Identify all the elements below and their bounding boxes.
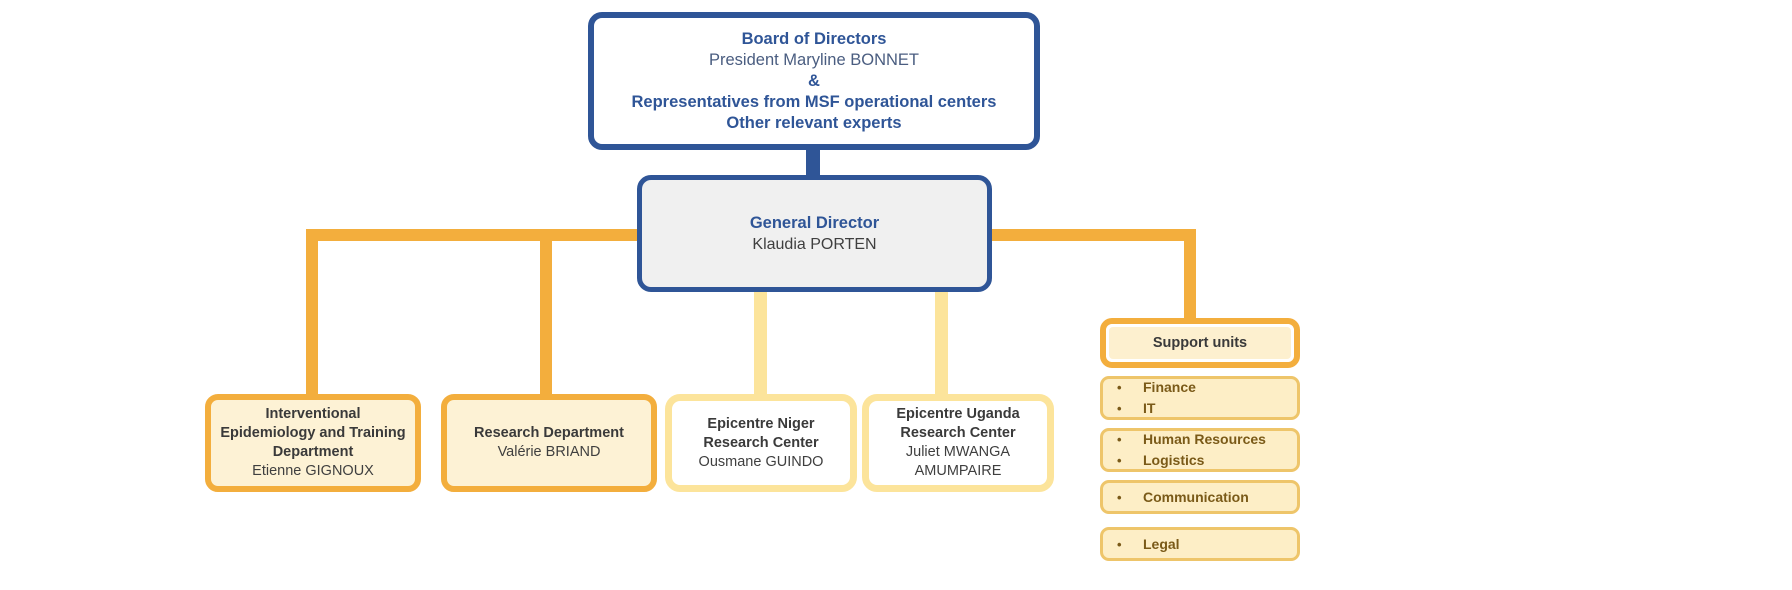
support-units-title: Support units xyxy=(1152,335,1248,351)
support-unit-item: • Communication xyxy=(1117,487,1297,508)
support-unit-group-1: • Finance • IT xyxy=(1100,376,1300,420)
support-unit-label: Finance xyxy=(1143,379,1196,395)
connector-drop-uganda xyxy=(935,292,948,397)
general-director-name: Klaudia PORTEN xyxy=(752,235,877,253)
board-of-directors-box: Board of Directors President Maryline BO… xyxy=(588,12,1040,150)
support-unit-group-2: • Human Resources • Logistics xyxy=(1100,428,1300,472)
department-box-epidemiology: Interventional Epidemiology and Training… xyxy=(205,394,421,492)
board-title: Board of Directors xyxy=(741,29,887,48)
support-unit-item: • IT xyxy=(1117,398,1297,419)
support-unit-item: • Legal xyxy=(1117,534,1297,555)
department-title-line1: Research Department xyxy=(474,425,624,441)
support-units-header-box: Support units xyxy=(1100,318,1300,368)
connector-drop-epidemiology xyxy=(306,229,318,394)
support-unit-group-3: • Communication xyxy=(1100,480,1300,514)
support-unit-item: • Finance xyxy=(1117,377,1297,398)
connector-drop-research xyxy=(540,229,552,394)
support-unit-item: • Human Resources xyxy=(1117,429,1297,450)
support-unit-group-4: • Legal xyxy=(1100,527,1300,561)
center-lead-name-line2: AMUMPAIRE xyxy=(914,463,1002,479)
support-unit-label: IT xyxy=(1143,400,1156,416)
support-unit-label: Legal xyxy=(1143,535,1180,552)
support-unit-item: • Logistics xyxy=(1117,450,1297,471)
support-unit-label: Human Resources xyxy=(1143,431,1266,447)
bullet-icon: • xyxy=(1117,432,1122,447)
connector-drop-support xyxy=(1184,229,1196,329)
center-title-line1: Epicentre Uganda xyxy=(896,406,1020,422)
board-ampersand: & xyxy=(808,71,820,90)
bullet-icon: • xyxy=(1117,536,1122,552)
department-lead-name: Etienne GIGNOUX xyxy=(252,463,374,479)
department-box-research: Research Department Valérie BRIAND xyxy=(441,394,657,492)
support-units-header-inner: Support units xyxy=(1106,324,1294,362)
connector-bus-left xyxy=(306,229,644,241)
bullet-icon: • xyxy=(1117,489,1122,505)
center-title-line1: Epicentre Niger xyxy=(707,415,815,432)
center-title-line2: Research Center xyxy=(703,434,819,451)
connector-bus-right xyxy=(986,229,1196,241)
department-title-line1: Interventional xyxy=(265,406,361,422)
center-lead-name: Ousmane GUINDO xyxy=(698,453,824,470)
support-unit-label: Communication xyxy=(1143,488,1249,505)
support-unit-label: Logistics xyxy=(1143,452,1205,468)
department-lead-name: Valérie BRIAND xyxy=(497,444,601,460)
bullet-icon: • xyxy=(1117,380,1122,395)
board-representatives: Representatives from MSF operational cen… xyxy=(631,92,997,111)
department-title-line2: Epidemiology and Training xyxy=(220,425,406,441)
connector-drop-niger xyxy=(754,292,767,397)
general-director-title: General Director xyxy=(749,213,880,232)
board-experts: Other relevant experts xyxy=(726,113,902,132)
center-lead-name-line1: Juliet MWANGA xyxy=(905,444,1011,460)
bullet-icon: • xyxy=(1117,401,1122,416)
connector-board-to-gd xyxy=(806,140,820,182)
department-title-line3: Department xyxy=(272,444,354,460)
board-president: President Maryline BONNET xyxy=(709,50,919,69)
research-center-box-niger: Epicentre Niger Research Center Ousmane … xyxy=(665,394,857,492)
research-center-box-uganda: Epicentre Uganda Research Center Juliet … xyxy=(862,394,1054,492)
center-title-line2: Research Center xyxy=(900,425,1016,441)
bullet-icon: • xyxy=(1117,453,1122,468)
general-director-box: General Director Klaudia PORTEN xyxy=(637,175,992,292)
